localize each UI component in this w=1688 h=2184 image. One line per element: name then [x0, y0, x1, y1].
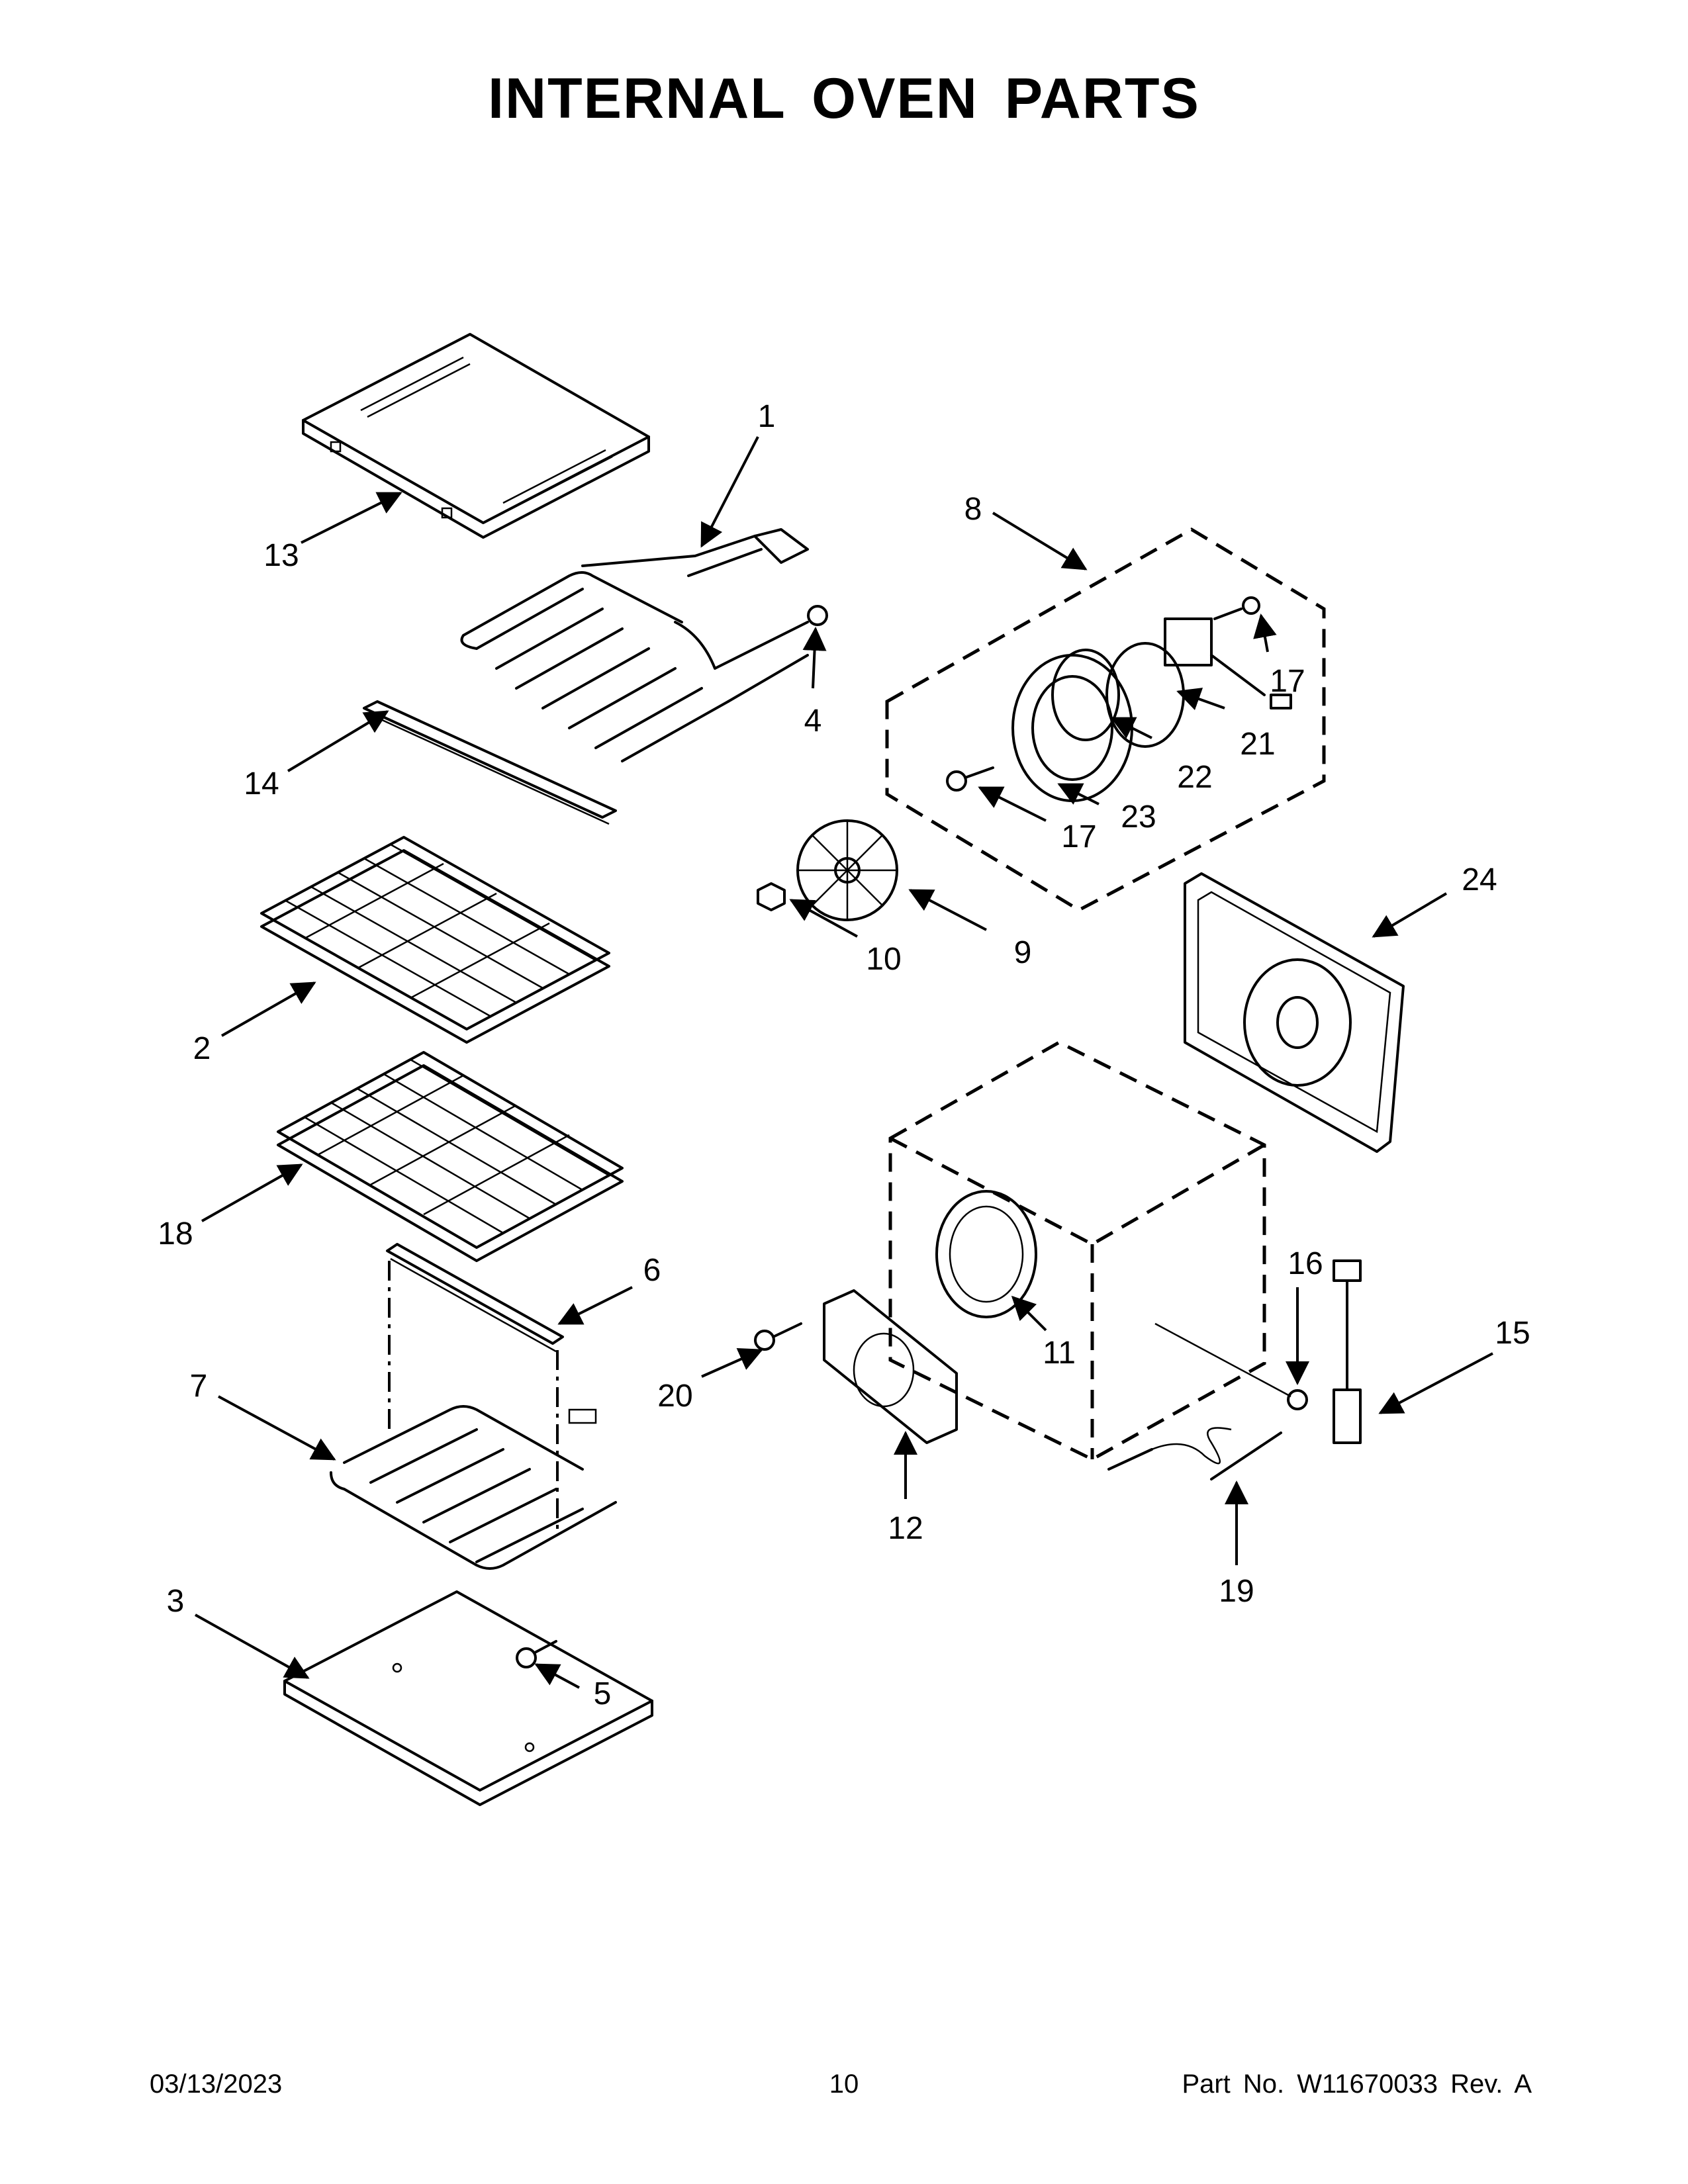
callout-23: 23 [1121, 799, 1156, 835]
callout-4: 4 [804, 704, 822, 739]
callout-13: 13 [263, 538, 299, 573]
part-6-shield [386, 1243, 564, 1353]
part-13-top-panel [302, 333, 650, 539]
callout-8: 8 [964, 492, 982, 527]
part-12-fan-cover [823, 1289, 958, 1444]
callout-11: 11 [1043, 1336, 1076, 1371]
part-22-back-disc [1051, 649, 1120, 741]
part-7-bake-element [330, 1405, 617, 1570]
callout-24: 24 [1462, 862, 1497, 897]
footer-page-number: 10 [829, 2070, 859, 2099]
footer-part-number: Part No. W11670033 Rev. A [1182, 2070, 1532, 2099]
part-1-broil-element [460, 528, 828, 762]
part-20-screw [754, 1322, 802, 1351]
callout-17-upper: 17 [1270, 664, 1305, 699]
part-15-sensor [1333, 1259, 1362, 1444]
callout-17-lower: 17 [1061, 819, 1096, 854]
part-8-convection-assembly-boundary [885, 527, 1326, 912]
part-16-guide [1154, 1322, 1291, 1398]
callout-16: 16 [1288, 1246, 1323, 1281]
callout-15: 15 [1495, 1316, 1530, 1351]
oven-cavity [888, 1040, 1266, 1461]
callout-7: 7 [190, 1369, 208, 1404]
part-24-rear-panel [1184, 872, 1405, 1153]
callout-3: 3 [167, 1584, 185, 1619]
part-11-fan-ring [935, 1190, 1037, 1318]
callout-6: 6 [643, 1253, 661, 1288]
part-14-rail [363, 700, 617, 825]
callout-14: 14 [244, 766, 279, 801]
part-16-nut [1287, 1389, 1308, 1410]
part-3-bottom-panel [283, 1590, 653, 1806]
callout-1: 1 [758, 399, 776, 434]
page-title: INTERNAL OVEN PARTS [488, 67, 1200, 130]
callout-2: 2 [193, 1031, 211, 1066]
part-19-meat-probe [1107, 1427, 1282, 1480]
callout-19: 19 [1219, 1574, 1254, 1609]
callout-5: 5 [594, 1676, 612, 1711]
callout-18: 18 [158, 1216, 193, 1251]
part-10-nut [757, 882, 786, 911]
part-17-screw-lower [946, 766, 994, 792]
part-17-screw-upper [1213, 596, 1260, 620]
callout-22: 22 [1177, 760, 1212, 795]
footer-date: 03/13/2023 [150, 2070, 283, 2099]
part-2-oven-rack [260, 836, 610, 1044]
part-23-inner-disc [1031, 675, 1113, 781]
callout-9: 9 [1014, 935, 1032, 970]
part-9-fan-blade [796, 819, 898, 921]
callout-12: 12 [888, 1511, 923, 1546]
part-18-gliding-rack [277, 1051, 624, 1262]
callout-21: 21 [1240, 727, 1275, 762]
callout-20: 20 [657, 1379, 692, 1414]
part-5-screw [516, 1640, 557, 1668]
leader-arrows [195, 436, 1493, 1689]
callout-10: 10 [866, 942, 901, 977]
part-21-motor [1164, 617, 1292, 709]
